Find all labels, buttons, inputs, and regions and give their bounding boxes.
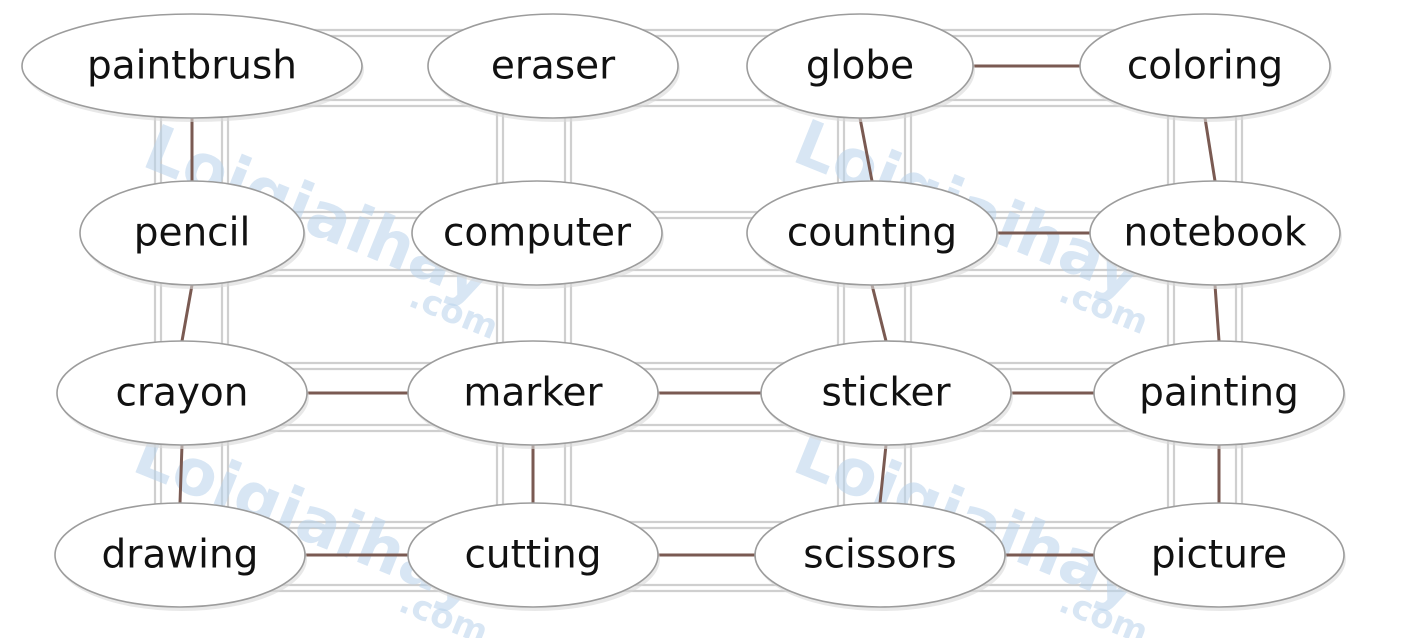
connector-counting-globe [858, 116, 874, 183]
node-label: crayon [115, 371, 248, 416]
node-ellipse [1093, 502, 1345, 608]
connector-layer [178, 64, 1221, 557]
node-scissors: scissors [754, 502, 1007, 611]
node-picture: picture [1093, 502, 1346, 611]
node-label: cutting [464, 533, 601, 578]
node-label: notebook [1124, 211, 1307, 256]
node-ellipse [427, 13, 679, 119]
node-ellipse [754, 502, 1006, 608]
node-marker: marker [407, 340, 660, 449]
node-cutting: cutting [407, 502, 660, 611]
connector-scissors-sticker [878, 443, 888, 505]
connector-sticker-counting [870, 283, 888, 343]
connector-pencil-crayon [180, 283, 194, 343]
node-notebook: notebook [1089, 180, 1342, 289]
node-painting: painting [1093, 340, 1346, 449]
node-sticker: sticker [760, 340, 1013, 449]
node-ellipse [411, 180, 663, 286]
node-ellipse [407, 502, 659, 608]
node-label: counting [787, 211, 957, 256]
node-ellipse [407, 340, 659, 446]
node-crayon: crayon [56, 340, 309, 449]
node-ellipse [1089, 180, 1341, 286]
node-coloring: coloring [1079, 13, 1332, 122]
node-label: eraser [491, 44, 616, 89]
node-ellipse [56, 340, 308, 446]
node-ellipse [79, 180, 305, 286]
node-ellipse [746, 13, 974, 119]
node-ellipse [54, 502, 306, 608]
node-label: drawing [102, 533, 259, 578]
node-paintbrush: paintbrush [21, 13, 364, 122]
node-label: marker [463, 371, 603, 416]
node-label: painting [1139, 371, 1299, 416]
node-label: paintbrush [87, 44, 297, 89]
background-grid [153, 28, 1244, 593]
node-eraser: eraser [427, 13, 680, 122]
connector-coloring-notebook [1203, 116, 1217, 183]
node-ellipse [1093, 340, 1345, 446]
node-ellipse [1079, 13, 1331, 119]
node-label: scissors [803, 533, 956, 578]
node-label: picture [1151, 533, 1287, 578]
node-computer: computer [411, 180, 664, 289]
connector-notebook-painting [1213, 283, 1221, 343]
node-label: coloring [1127, 44, 1283, 89]
node-label: pencil [134, 211, 251, 256]
node-layer: paintbrush eraser globe coloring pencil compu… [21, 13, 1346, 611]
node-pencil: pencil [79, 180, 306, 289]
node-counting: counting [746, 180, 999, 289]
connector-crayon-drawing [178, 443, 184, 505]
node-drawing: drawing [54, 502, 307, 611]
node-globe: globe [746, 13, 975, 122]
node-ellipse [746, 180, 998, 286]
node-ellipse [21, 13, 363, 119]
node-label: computer [443, 211, 632, 256]
node-ellipse [760, 340, 1012, 446]
node-label: sticker [821, 371, 951, 416]
node-label: globe [806, 44, 914, 89]
